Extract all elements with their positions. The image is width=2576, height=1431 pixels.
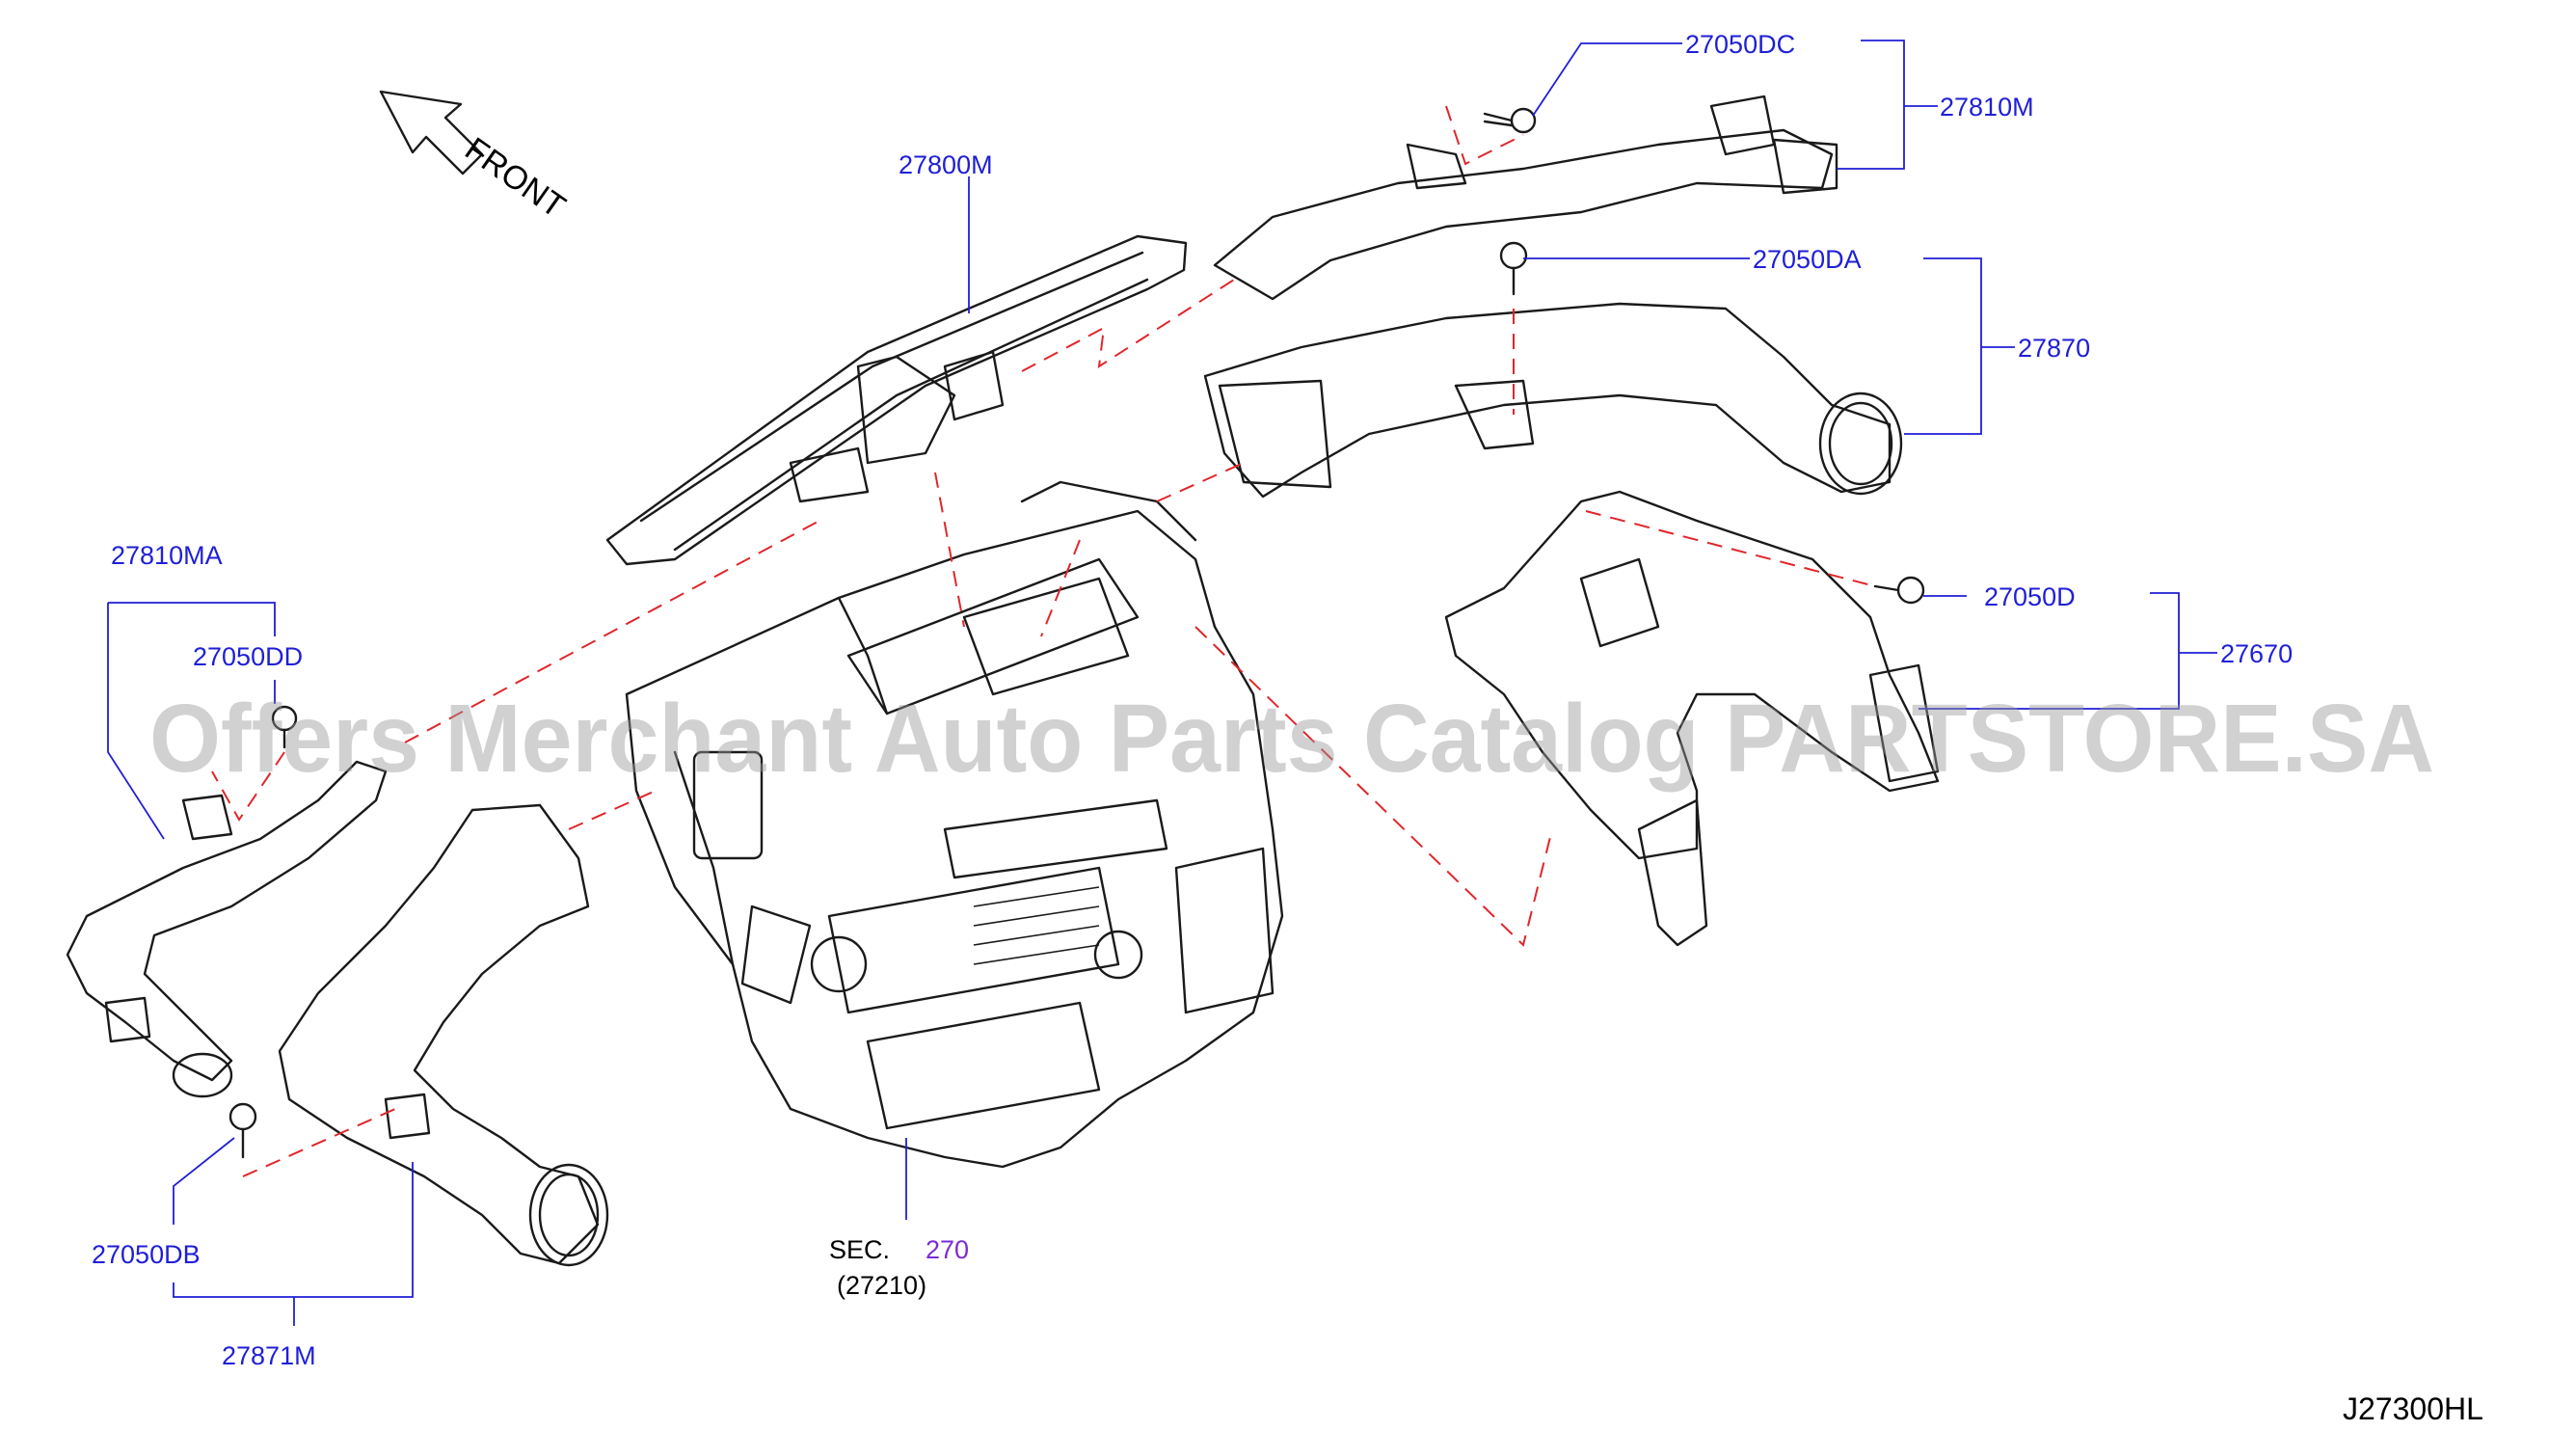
label-27800m: 27800M bbox=[899, 150, 993, 179]
screw-27050dd-icon bbox=[271, 705, 298, 749]
watermark: Offers Merchant Auto Parts Catalog PARTS… bbox=[149, 685, 2434, 793]
front-arrow-icon bbox=[379, 90, 484, 176]
duct-27810m bbox=[1213, 94, 1838, 301]
label-27871m: 27871M bbox=[222, 1341, 316, 1370]
section-sub: (27210) bbox=[837, 1271, 926, 1300]
label-27670: 27670 bbox=[2220, 639, 2293, 668]
front-label: FRONT bbox=[458, 130, 572, 225]
leader-lines bbox=[107, 40, 2217, 1326]
duct-27870 bbox=[1203, 302, 1903, 499]
vent-duct-27800m bbox=[605, 234, 1188, 566]
alignment-lines bbox=[211, 105, 1876, 1177]
screw-27050da-icon bbox=[1499, 241, 1528, 296]
screw-27050db-icon bbox=[228, 1102, 257, 1159]
label-27050dd: 27050DD bbox=[193, 642, 303, 671]
label-27050db: 27050DB bbox=[92, 1240, 201, 1269]
section-number-link[interactable]: 270 bbox=[926, 1235, 969, 1264]
label-27050da: 27050DA bbox=[1753, 245, 1862, 274]
heater-unit bbox=[625, 480, 1284, 1169]
label-27870: 27870 bbox=[2018, 334, 2090, 363]
label-27810ma: 27810MA bbox=[111, 541, 223, 570]
section-prefix: SEC. bbox=[829, 1235, 890, 1264]
label-27050dc: 27050DC bbox=[1685, 30, 1795, 59]
duct-27670 bbox=[1444, 490, 1940, 947]
drawing-code: J27300HL bbox=[2343, 1391, 2483, 1426]
label-27050d: 27050D bbox=[1984, 582, 2076, 611]
screw-27050dc-icon bbox=[1483, 107, 1537, 134]
duct-27810ma bbox=[66, 760, 388, 1098]
screw-27050d-icon bbox=[1873, 576, 1925, 605]
label-27810m: 27810M bbox=[1940, 93, 2034, 122]
duct-27871m bbox=[278, 803, 609, 1267]
